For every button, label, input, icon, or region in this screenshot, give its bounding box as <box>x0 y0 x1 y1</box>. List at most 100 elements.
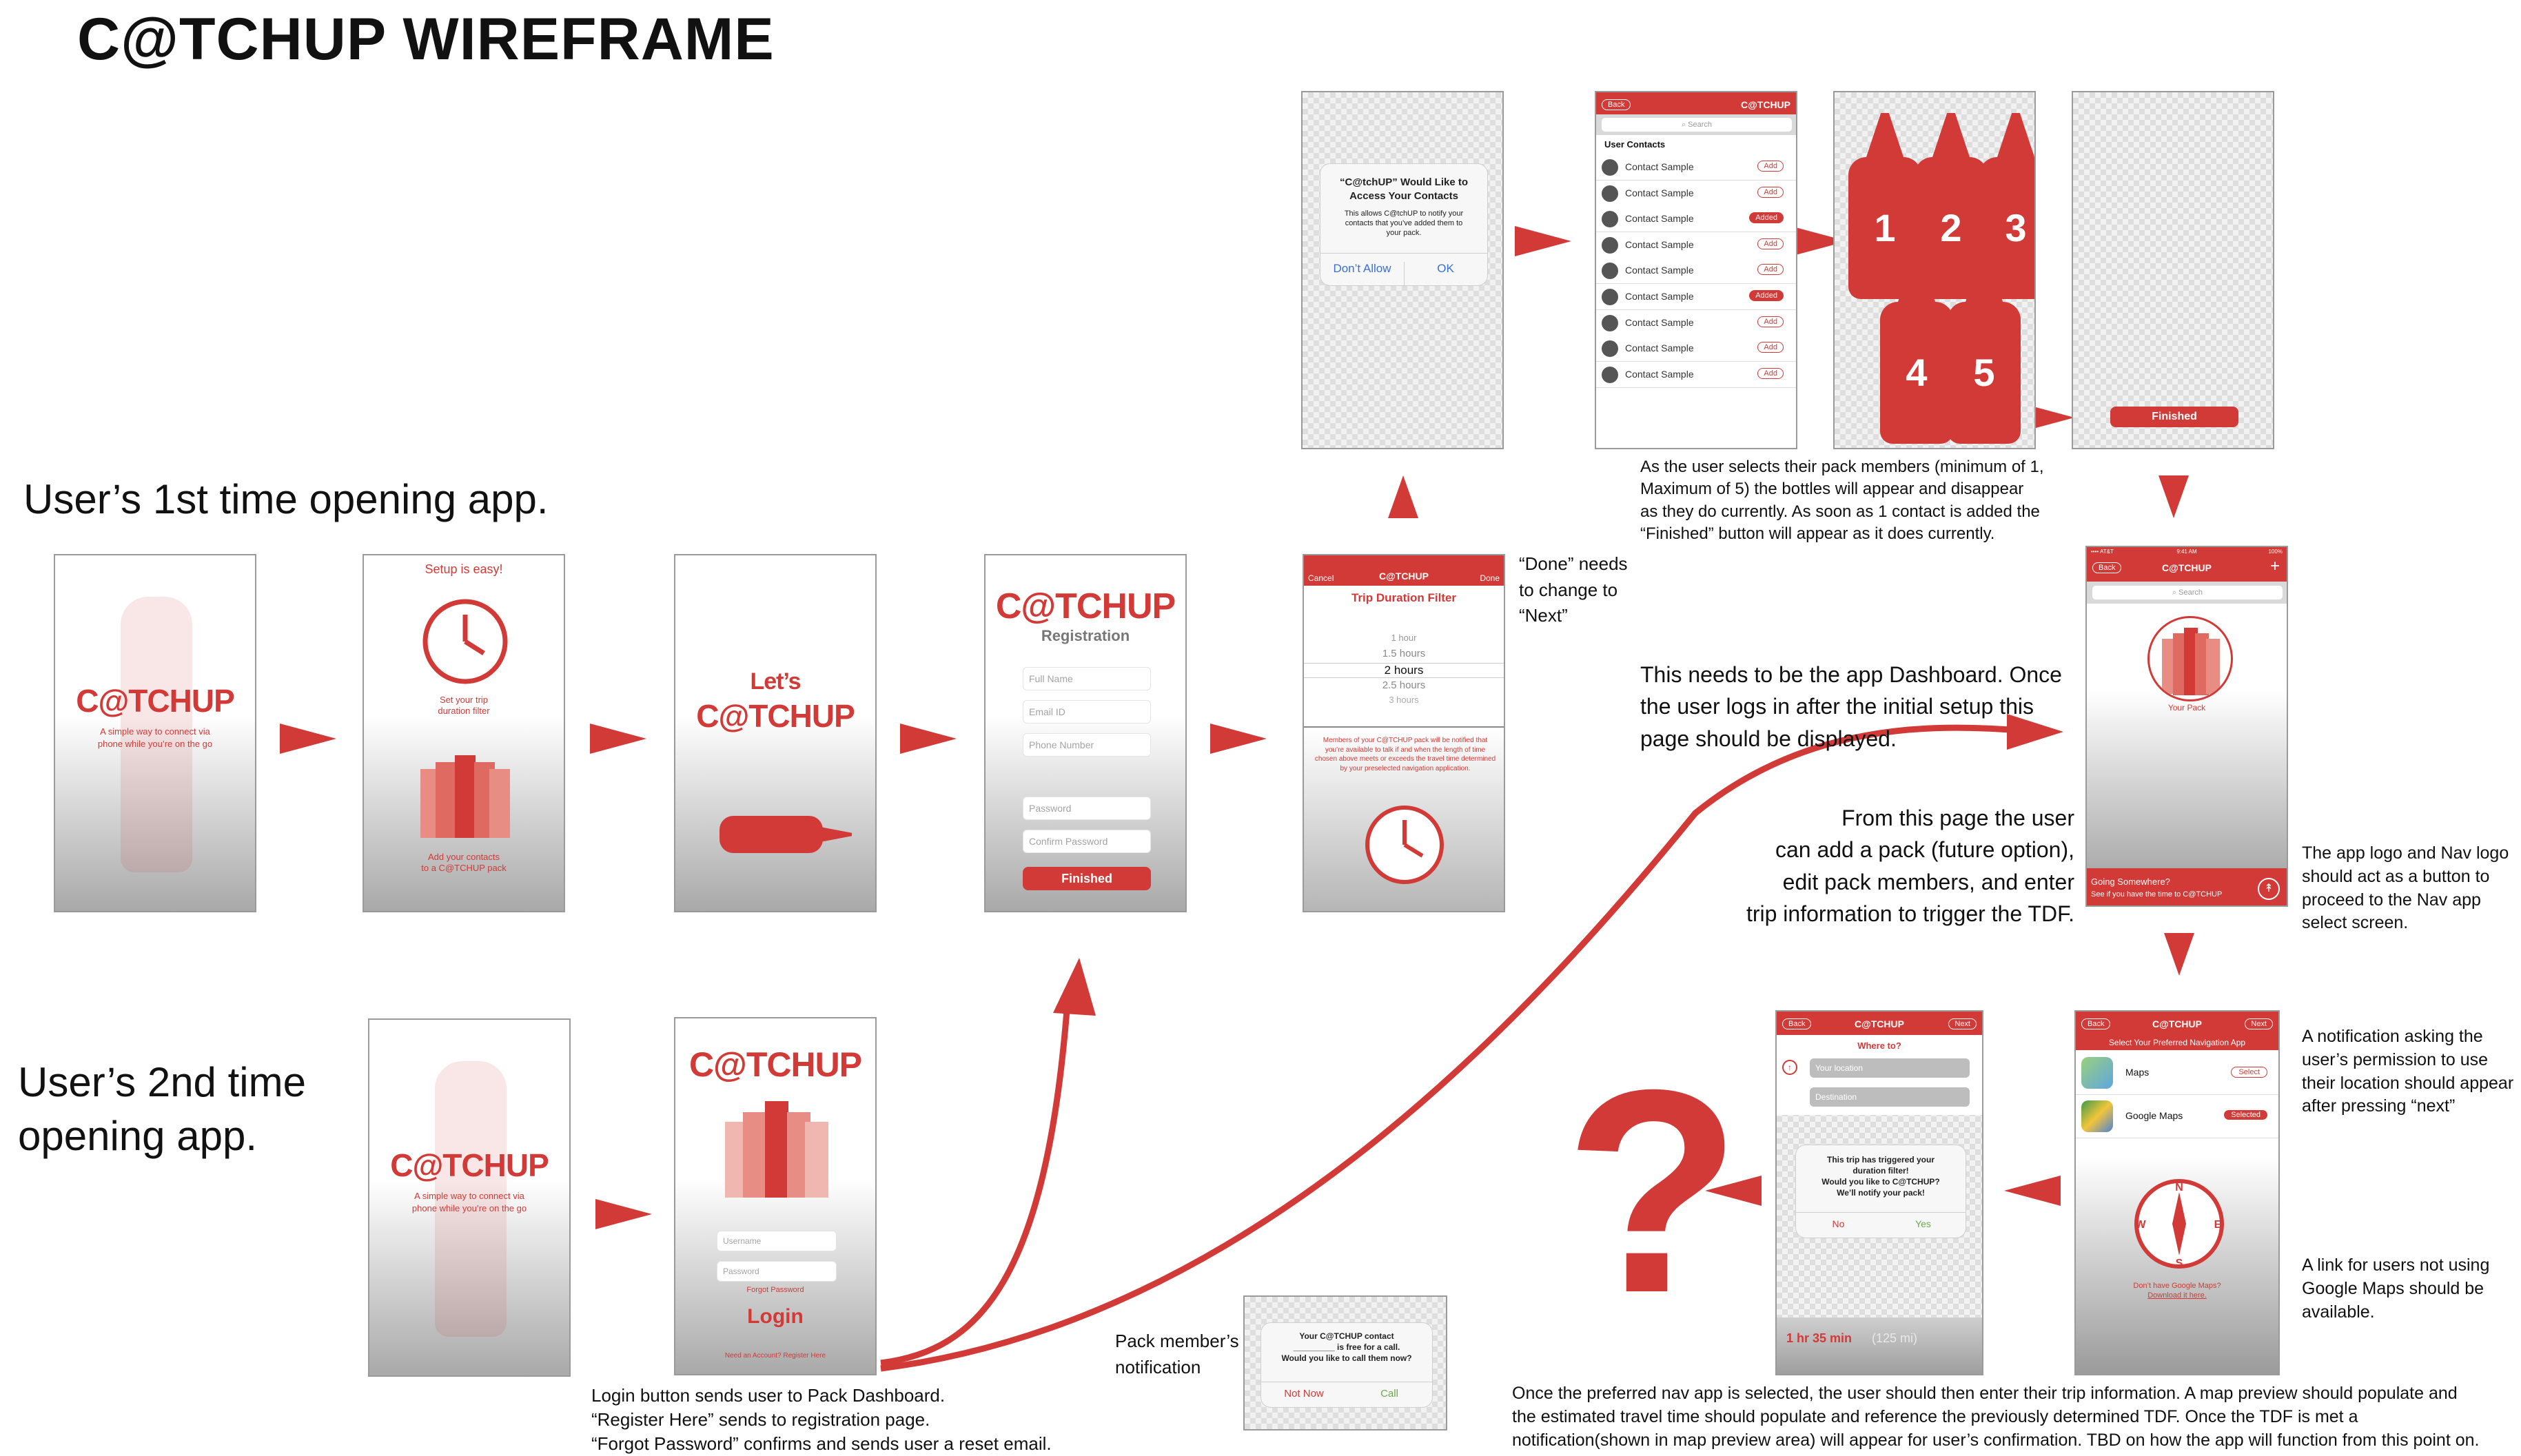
add-contact-button[interactable]: Add <box>1757 342 1784 353</box>
done-button[interactable]: Done <box>1480 573 1500 583</box>
yes-button[interactable]: Yes <box>1915 1218 1931 1229</box>
destination-input[interactable]: Destination <box>1810 1087 1970 1107</box>
select-button[interactable]: Select <box>2231 1067 2267 1078</box>
nav-app-row[interactable]: Google Maps Selected <box>2076 1095 2278 1138</box>
row-label-line: User’s 2nd time <box>18 1059 306 1105</box>
search-input[interactable]: ⌕ Search <box>1602 118 1792 132</box>
pack-bottles-icon <box>725 1101 828 1198</box>
tdf-option[interactable]: 2.5 hours <box>1382 679 1426 691</box>
add-contact-button[interactable]: Added <box>1749 290 1784 301</box>
trip-entry-bar[interactable]: Going Somewhere? See if you have the tim… <box>2087 868 2287 905</box>
app-logo[interactable]: C@TCHUP <box>390 1147 549 1183</box>
next-button[interactable]: Next <box>1948 1018 1977 1029</box>
nav-logo[interactable]: C@TCHUP <box>1741 99 1790 110</box>
arrow-right <box>900 724 957 754</box>
add-contact-button[interactable]: Added <box>1749 212 1784 224</box>
phone-field[interactable]: Phone Number <box>1023 733 1151 757</box>
finished-button[interactable]: Finished <box>1023 867 1151 890</box>
nav-logo[interactable]: C@TCHUP <box>1379 571 1429 582</box>
note-line: as they do currently. As soon as 1 conta… <box>1640 502 2040 521</box>
username-field[interactable]: Username <box>717 1231 837 1251</box>
email-field[interactable]: Email ID <box>1023 700 1151 724</box>
nav-compass-icon[interactable]: ↟ <box>2258 878 2280 900</box>
tdf-option-selected[interactable]: 2 hours <box>1304 663 1504 678</box>
nav-app-row[interactable]: Maps Select <box>2076 1052 2278 1095</box>
forgot-password-link[interactable]: Forgot Password <box>746 1286 804 1294</box>
no-button[interactable]: No <box>1832 1218 1845 1229</box>
ok-button[interactable]: OK <box>1437 262 1454 275</box>
logo-button-note: The app logo and Nav logo should act as … <box>2302 842 2509 935</box>
tdf-option[interactable]: 1 hour <box>1391 633 1417 643</box>
back-button[interactable]: Back <box>2081 1018 2111 1029</box>
contacts-list-screen: Back C@TCHUP ⌕ Search User Contacts Cont… <box>1595 91 1797 449</box>
compass-n: N <box>2175 1182 2183 1193</box>
member-notification-screen: Your C@TCHUP contact _________ is free f… <box>1243 1295 1447 1431</box>
curve-arrowhead-registration <box>1053 958 1096 1016</box>
lets-catchup-screen: Let’s C@TCHUP <box>674 554 877 912</box>
search-input[interactable]: ⌕ Search <box>2092 586 2283 599</box>
nav-logo[interactable]: C@TCHUP <box>2162 562 2212 573</box>
app-logo[interactable]: C@TCHUP <box>76 683 235 719</box>
register-link[interactable]: Need an Account? Register Here <box>724 1352 826 1360</box>
add-contact-button[interactable]: Add <box>1757 367 1784 379</box>
finished-button[interactable]: Finished <box>2110 407 2238 427</box>
download-link[interactable]: Download it here. <box>2147 1291 2207 1300</box>
pack-bottles-icon <box>420 755 510 838</box>
not-now-button[interactable]: Not Now <box>1284 1388 1324 1399</box>
nav-logo[interactable]: C@TCHUP <box>2152 1018 2202 1029</box>
note-line: user’s permission to use <box>2302 1049 2489 1069</box>
next-button[interactable]: Next <box>2245 1018 2273 1029</box>
back-button[interactable]: Back <box>2092 562 2122 573</box>
selected-badge[interactable]: Selected <box>2224 1110 2267 1120</box>
password-field[interactable]: Password <box>717 1261 837 1282</box>
back-button[interactable]: Back <box>1782 1018 1812 1029</box>
password-field[interactable]: Password <box>1023 797 1151 820</box>
add-pack-button[interactable]: + <box>2269 557 2280 575</box>
note-line: should act as a button to <box>2302 866 2490 886</box>
registration-screen: C@TCHUP Registration Full Name Email ID … <box>984 554 1187 912</box>
confirm-password-field[interactable]: Confirm Password <box>1023 830 1151 853</box>
tdf-option[interactable]: 3 hours <box>1389 695 1419 705</box>
call-button[interactable]: Call <box>1380 1388 1398 1399</box>
login-button[interactable]: Login <box>747 1305 804 1328</box>
add-contact-button[interactable]: Add <box>1757 238 1784 249</box>
add-contact-button[interactable]: Add <box>1757 161 1784 172</box>
travel-time: 1 hr 35 min <box>1786 1331 1853 1345</box>
note-line: edit pack members, and enter <box>1782 869 2074 894</box>
note-line: “Register Here” sends to registration pa… <box>591 1409 930 1431</box>
full-name-field[interactable]: Full Name <box>1023 667 1151 690</box>
add-contact-button[interactable]: Add <box>1757 264 1784 276</box>
nav-logo[interactable]: C@TCHUP <box>1855 1018 1904 1029</box>
app-logo[interactable]: C@TCHUP <box>696 698 855 734</box>
location-input[interactable]: Your location <box>1810 1058 1970 1078</box>
bottle-silhouette <box>121 597 192 872</box>
arrow-up <box>1388 475 1418 518</box>
tdf-option[interactable]: 1.5 hours <box>1382 648 1426 659</box>
note-line: Once the preferred nav app is selected, … <box>1512 1384 2458 1403</box>
dialog-buttons: Not Now Call <box>1261 1382 1432 1407</box>
setup-step: Add your contacts <box>427 852 500 862</box>
dont-allow-button[interactable]: Don’t Allow <box>1320 262 1405 285</box>
dialog-line: We’ll notify your pack! <box>1837 1188 1925 1198</box>
bottle-number: 1 <box>1874 206 1896 249</box>
cancel-button[interactable]: Cancel <box>1308 573 1334 583</box>
app-logo[interactable]: C@TCHUP <box>995 586 1176 626</box>
compass-w: W <box>2135 1219 2146 1231</box>
dialog-line: _________ is free for a call. <box>1293 1342 1400 1352</box>
app-logo[interactable]: C@TCHUP <box>688 1045 862 1084</box>
add-contact-button[interactable]: Add <box>1757 186 1784 198</box>
back-button[interactable]: Back <box>1602 99 1631 110</box>
login-screen: C@TCHUP Username Password Forgot Passwor… <box>674 1017 877 1375</box>
add-contact-button[interactable]: Add <box>1757 316 1784 327</box>
avatar <box>1602 236 1618 254</box>
pack-avatar[interactable] <box>2147 616 2233 701</box>
